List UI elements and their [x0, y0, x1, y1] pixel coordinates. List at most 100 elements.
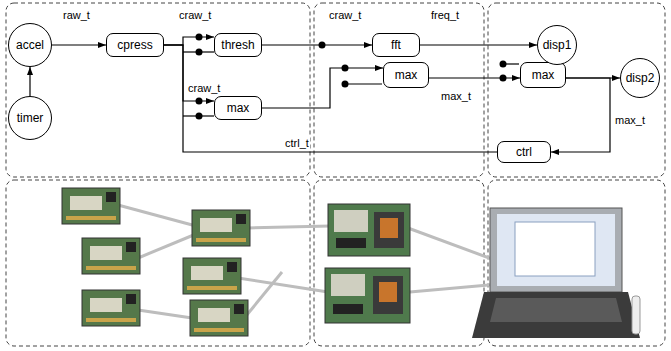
- board-header: [194, 328, 244, 332]
- board-part: [331, 274, 365, 296]
- process-box: cpress: [106, 33, 164, 57]
- board-chip: [106, 192, 116, 202]
- data-connector: [551, 78, 610, 152]
- board-card: [374, 212, 404, 248]
- source-circle: timer: [8, 96, 52, 140]
- board-chip: [234, 304, 244, 314]
- node-label: accel: [16, 38, 44, 52]
- board-label: [379, 282, 397, 302]
- node-label: fft: [391, 38, 401, 52]
- process-box: max: [383, 62, 429, 88]
- sensor-board: [82, 238, 140, 274]
- board-part: [90, 246, 122, 260]
- board-header: [86, 318, 136, 322]
- board-header: [196, 238, 246, 242]
- board-pcb: [62, 188, 120, 224]
- node-label: max: [532, 68, 555, 82]
- board-part: [198, 308, 230, 322]
- network-link: [248, 226, 330, 228]
- region-frame: [488, 180, 665, 346]
- process-box: ctrl: [497, 141, 551, 163]
- process-box: fft: [372, 33, 420, 57]
- region-frame: [6, 180, 310, 346]
- board-card: [373, 276, 403, 314]
- gateway-board: [325, 268, 410, 323]
- node-label: max: [395, 68, 418, 82]
- type-label: craw_t: [328, 9, 362, 22]
- board-pcb: [190, 300, 248, 336]
- laptop-window: [515, 222, 595, 276]
- board-label: [380, 218, 398, 238]
- network-link: [408, 228, 500, 262]
- board-pcb: [325, 268, 410, 323]
- data-connector: [52, 44, 106, 45]
- source-circle: accel: [8, 23, 52, 67]
- board-chip: [336, 238, 366, 248]
- type-label: raw_t: [62, 9, 91, 22]
- laptop-keyboard: [490, 298, 622, 322]
- laptop-base: [472, 292, 640, 338]
- data-connector: [164, 45, 497, 152]
- network-link: [118, 205, 196, 226]
- sensor-boards: [62, 188, 250, 336]
- type-label: ctrl_t: [284, 137, 310, 150]
- usb-antenna: [632, 296, 640, 334]
- node-label: cpress: [117, 38, 152, 52]
- region-frames: [6, 3, 665, 346]
- board-pcb: [192, 210, 250, 246]
- board-pcb: [82, 238, 140, 274]
- port-dot: [196, 49, 203, 56]
- network-link: [410, 284, 500, 292]
- process-box: max: [520, 62, 566, 88]
- board-chip: [236, 214, 246, 224]
- board-pcb: [82, 290, 140, 326]
- type-label: max_t: [614, 114, 646, 127]
- process-box: thresh: [214, 33, 262, 57]
- board-header: [187, 286, 237, 290]
- board-part: [70, 196, 102, 210]
- node-label: max: [227, 101, 250, 115]
- network-link: [138, 310, 192, 318]
- sink-circle: disp2: [620, 58, 660, 98]
- network-link: [138, 234, 196, 258]
- sensor-board: [62, 188, 120, 224]
- laptop: [472, 208, 640, 338]
- network-link: [246, 272, 282, 316]
- region-frame: [488, 3, 665, 177]
- board-part: [191, 266, 223, 280]
- port-stub: [345, 83, 382, 84]
- node-label: disp2: [626, 71, 655, 85]
- board-header: [66, 216, 116, 220]
- network-link: [238, 278, 328, 292]
- board-chip: [126, 242, 136, 252]
- node-label: ctrl: [516, 145, 532, 159]
- port-dot: [342, 81, 349, 88]
- node-label: thresh: [221, 38, 254, 52]
- board-part: [200, 218, 232, 232]
- sensor-board: [82, 290, 140, 326]
- node-label: timer: [17, 111, 44, 125]
- port-dots: [196, 34, 507, 120]
- board-pcb: [328, 204, 410, 256]
- board-chip: [333, 304, 363, 314]
- data-connector: [164, 37, 214, 45]
- gateway-boards: [325, 204, 410, 323]
- process-box: max: [214, 96, 262, 120]
- region-frame: [6, 3, 310, 177]
- port-dot: [500, 61, 507, 68]
- board-pcb: [183, 258, 241, 294]
- data-connector: [429, 77, 520, 78]
- sink-circle: disp1: [537, 25, 577, 65]
- data-connector: [262, 68, 383, 108]
- board-chip: [126, 294, 136, 304]
- laptop-lid: [490, 208, 622, 292]
- board-header: [86, 266, 136, 270]
- network-links: [118, 205, 500, 318]
- board-part: [90, 298, 122, 312]
- sensor-board: [183, 258, 241, 294]
- type-label: max_t: [440, 90, 472, 103]
- data-connector: [262, 44, 372, 45]
- type-label: craw_t: [187, 82, 221, 95]
- gateway-board: [328, 204, 410, 256]
- region-frame: [314, 180, 484, 346]
